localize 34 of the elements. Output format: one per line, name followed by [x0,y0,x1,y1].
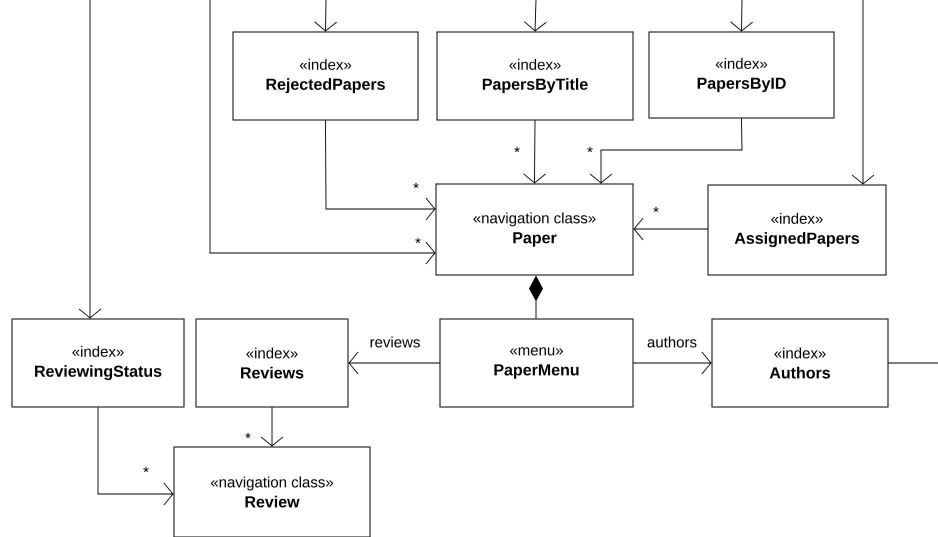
multiplicity-label: * [142,466,150,478]
class-box: «menu» PaperMenu [440,318,634,408]
association-arrow [634,218,708,240]
association-arrow [633,352,712,374]
class-box: «index» PapersByTitle [436,32,634,120]
multiplicity-label: * [414,236,422,250]
multiplicity-label: * [244,432,252,444]
association-arrow [314,0,338,32]
multiplicity-label: * [586,146,594,158]
class-box: «index» PapersByID [648,32,834,118]
class-box: «index» ReviewingStatus [12,318,184,408]
class-box: «index» RejectedPapers [232,32,418,120]
association-arrow [260,407,284,446]
association-arrow [98,407,174,506]
association-arrow [730,0,754,32]
class-box: «index» Reviews [196,318,348,408]
multiplicity-label: * [652,206,660,218]
association-arrow [852,0,874,184]
class-box: «index» Authors [712,318,888,408]
multiplicity-label: * [412,182,420,194]
association-arrow [210,0,436,264]
class-box: «index» AssignedPapers [708,184,886,276]
association-arrow [590,118,742,184]
class-box: «navigation class» Paper [436,184,634,276]
class-box: «navigation class» Review [174,446,370,537]
association-arrow [523,120,546,184]
association-arrow [524,0,547,32]
association-line [888,362,938,364]
edge-label: reviews [368,335,422,348]
association-arrow [348,352,440,374]
multiplicity-label: * [513,146,521,158]
association-arrow [78,0,102,318]
association-arrow [325,120,436,220]
edge-label: authors [646,335,698,348]
